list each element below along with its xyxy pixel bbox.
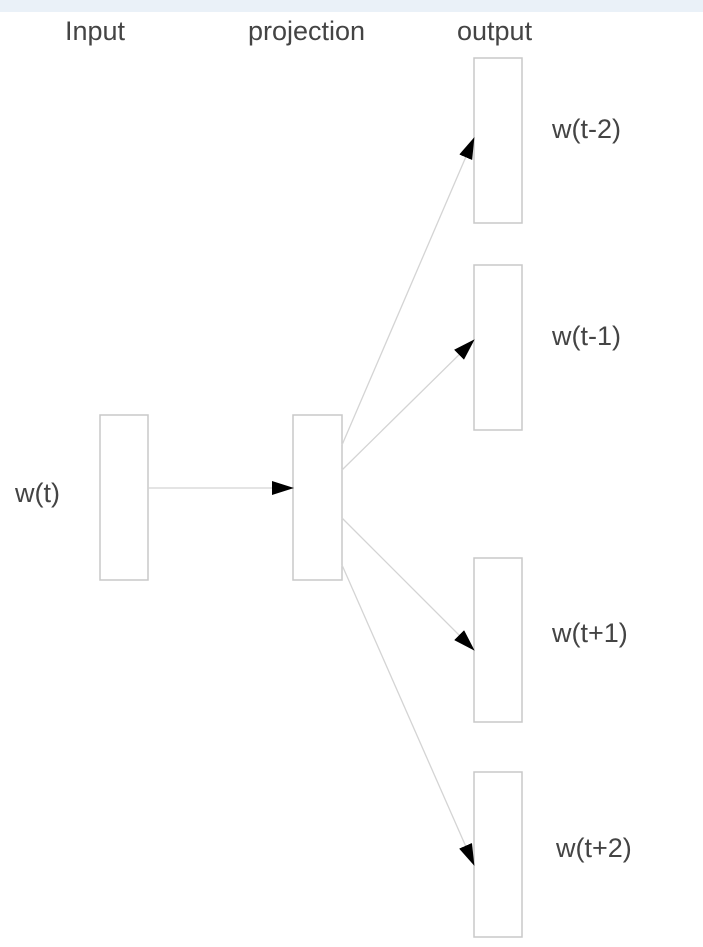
- input-layer-box: [99, 414, 149, 581]
- top-band: [0, 0, 703, 12]
- arrow-to-t-plus-2: [341, 564, 475, 866]
- output-box-t-plus-1: [473, 557, 523, 723]
- output-label-t-plus-2: w(t+2): [555, 833, 632, 863]
- arrow-to-t-plus-1: [341, 517, 475, 651]
- output-header: output: [457, 16, 533, 46]
- projection-header: projection: [248, 16, 365, 46]
- projection-layer-box: [292, 414, 343, 581]
- output-box-t-plus-2: [473, 771, 523, 938]
- input-header: Input: [65, 16, 126, 46]
- output-label-t-minus-2: w(t-2): [551, 114, 621, 144]
- arrow-to-t-minus-1: [341, 339, 475, 471]
- output-box-t-minus-1: [473, 264, 523, 431]
- arrow-to-t-minus-2: [341, 137, 475, 446]
- output-label-t-plus-1: w(t+1): [551, 618, 628, 648]
- output-label-t-minus-1: w(t-1): [551, 321, 621, 351]
- output-box-t-minus-2: [473, 57, 523, 224]
- input-word-label: w(t): [14, 478, 60, 508]
